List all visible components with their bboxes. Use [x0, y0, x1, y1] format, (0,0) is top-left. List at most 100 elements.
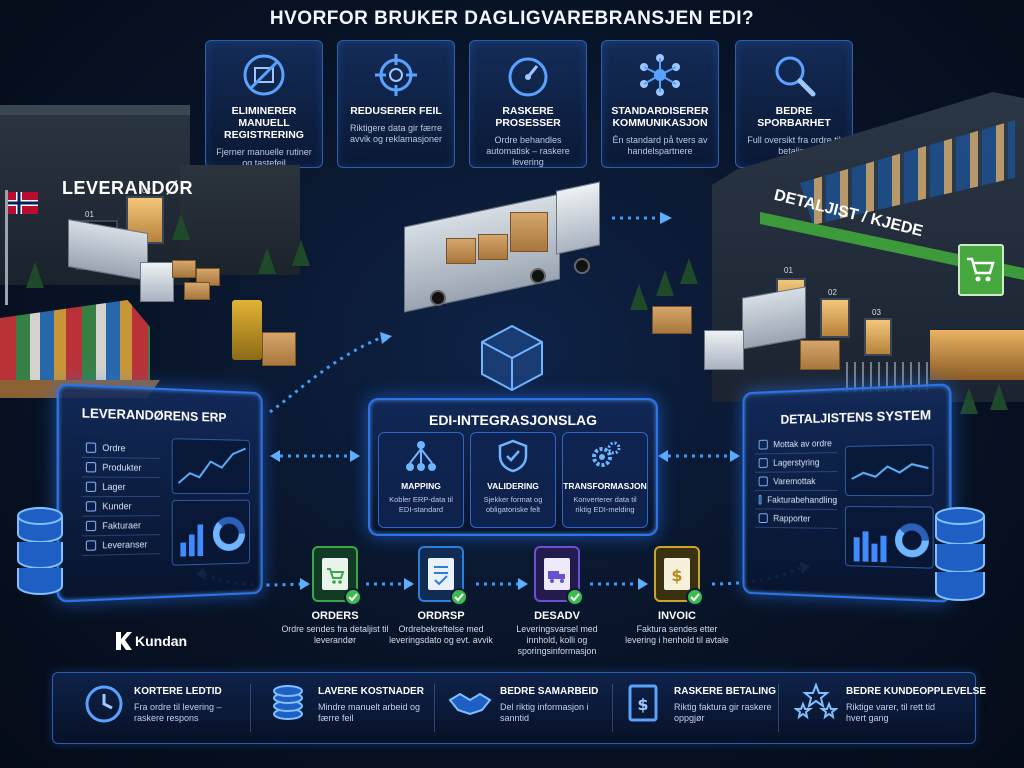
tree: [292, 240, 310, 266]
menu-item-customers[interactable]: Kunder: [81, 497, 161, 517]
divider: [434, 684, 435, 732]
tree: [630, 284, 648, 310]
product-pallets: [0, 300, 150, 390]
norway-flag-icon: [8, 192, 38, 214]
coins-icon: [273, 685, 303, 720]
tree: [960, 388, 978, 414]
cart-icon: [85, 442, 97, 453]
dock-label: 01: [784, 266, 793, 275]
doc-ordrsp[interactable]: [418, 546, 468, 606]
panel-title: DETALJISTENS SYSTEM: [780, 406, 932, 427]
menu-item-reports[interactable]: Rapporter: [755, 509, 838, 529]
line-chart-widget: [171, 438, 251, 494]
doc-orders[interactable]: [312, 546, 362, 606]
integration-card-mapping: MAPPING Kobler ERP-data til EDI-standard: [378, 432, 464, 528]
divider: [612, 684, 613, 732]
card-title: VALIDERING: [487, 481, 539, 491]
handshake-icon: [448, 692, 492, 716]
page-title: HVORFOR BRUKER DAGLIGVAREBRANSJEN EDI?: [269, 8, 755, 29]
pallet-box: [184, 282, 210, 300]
data-cube-icon: [481, 324, 543, 392]
card-title: MAPPING: [401, 481, 441, 491]
dock-label: 03: [872, 308, 881, 317]
brand-logo: Kundan: [116, 632, 187, 650]
system-menu: Mottak av ordre Lagerstyring Varemottak …: [755, 434, 838, 529]
menu-item-inventory[interactable]: Lager: [81, 477, 161, 498]
outcome-desc: Del riktig informasjon i sanntid: [500, 702, 589, 723]
tree: [656, 270, 674, 296]
benefit-desc: Full oversikt fra ordre til betaling: [747, 135, 841, 156]
doc-invoic[interactable]: $: [654, 546, 704, 606]
truck-box: [446, 238, 476, 264]
dock-label: 02: [142, 186, 151, 195]
menu-item-products[interactable]: Produkter: [81, 457, 161, 478]
shield-check-icon: [498, 439, 528, 473]
integration-title: EDI-INTEGRASJONSLAG: [428, 412, 597, 428]
document-icon: [85, 520, 97, 532]
menu-item-order-receipt[interactable]: Mottak av ordre: [755, 434, 838, 455]
dock-door: [864, 318, 892, 356]
svg-text:$: $: [637, 695, 648, 714]
inbox-icon: [758, 439, 768, 450]
menu-item-stock[interactable]: Lagerstyring: [755, 453, 838, 473]
pallet-box: [172, 260, 196, 278]
box-icon: [758, 476, 768, 487]
outcome-payment: $ RASKERE BETALING Riktig faktura gir ra…: [622, 678, 782, 738]
box-icon: [85, 462, 97, 473]
invoice-icon: $: [628, 684, 658, 722]
pallet-box: [800, 340, 840, 370]
document-icon: [758, 494, 762, 505]
chart-icon: [758, 513, 768, 524]
outcome-title: LAVERE KOSTNADER: [318, 686, 424, 697]
bar-donut-widget: [844, 506, 934, 569]
benefit-card-speed: RASKERE PROSESSER Ordre behandles automa…: [469, 40, 587, 168]
divider: [250, 684, 251, 732]
kundan-logo-icon: [116, 632, 132, 650]
outcome-desc: Riktig faktura gir raskere oppgjør: [674, 702, 772, 723]
svg-text:$: $: [671, 566, 682, 585]
truck-wheel: [530, 268, 546, 284]
integration-card-transformation: TRANSFORMASJON Konverterer data til rikt…: [562, 432, 648, 528]
truck-icon: [85, 540, 97, 551]
card-desc: Sjekker format og obligatoriske felt: [483, 495, 543, 514]
divider: [778, 684, 779, 732]
truck-box: [478, 234, 508, 260]
benefit-desc: Fjerner manuelle rutiner og tastefeil: [216, 147, 312, 168]
menu-item-invoice-handling[interactable]: Fakturabehandling: [755, 491, 838, 510]
outcome-lead-time: KORTERE LEDTID Fra ordre til levering – …: [82, 678, 252, 738]
benefit-title: REDUSERER FEIL: [350, 105, 442, 117]
tree: [258, 248, 276, 274]
message-desc: Leveringsvarsel med innhold, kolli og sp…: [516, 624, 598, 656]
retailer-system-panel: DETALJISTENS SYSTEM Mottak av ordre Lage…: [742, 383, 952, 603]
logo-text: Kundan: [135, 633, 188, 649]
doc-desadv[interactable]: [534, 546, 584, 606]
menu-item-invoices[interactable]: Fakturaer: [81, 516, 161, 537]
benefit-title: BEDRE SPORBARHET: [757, 105, 831, 129]
pallet-box: [652, 306, 692, 334]
target-icon: [375, 54, 417, 96]
benefit-desc: Riktigere data gir færre avvik og reklam…: [349, 123, 443, 144]
benefit-desc: Én standard på tvers av handelspartnere: [612, 135, 708, 156]
menu-item-orders[interactable]: Ordre: [81, 438, 161, 459]
menu-item-deliveries[interactable]: Leveranser: [81, 535, 161, 557]
dollar-document-icon: $: [664, 558, 690, 590]
clock-icon: [85, 685, 123, 723]
outcome-desc: Mindre manuelt arbeid og færre feil: [318, 702, 421, 723]
supplier-truck-cab: [140, 262, 174, 302]
speedometer-icon: [508, 57, 548, 97]
tree: [990, 384, 1008, 410]
outcome-collaboration: BEDRE SAMARBEID Del riktig informasjon i…: [448, 678, 618, 738]
outcome-customer: BEDRE KUNDEOPPLEVELSE Riktige varer, til…: [794, 678, 986, 738]
outcome-title: BEDRE SAMARBEID: [500, 686, 599, 697]
supplier-sign: LEVERANDØR: [62, 178, 194, 198]
supplier-erp-panel: LEVERANDØRENS ERP Ordre Produkter Lager …: [56, 383, 263, 603]
line-chart-widget: [844, 444, 934, 497]
truck-box: [510, 212, 548, 252]
tree: [680, 258, 698, 284]
card-desc: Kobler ERP-data til EDI-standard: [389, 495, 453, 514]
truck-document-icon: [544, 558, 570, 590]
menu-item-goods-receipt[interactable]: Varemottak: [755, 472, 838, 492]
flagpole: [5, 190, 8, 305]
check-icon: [450, 588, 468, 606]
panel-title: LEVERANDØRENS ERP: [81, 405, 227, 425]
